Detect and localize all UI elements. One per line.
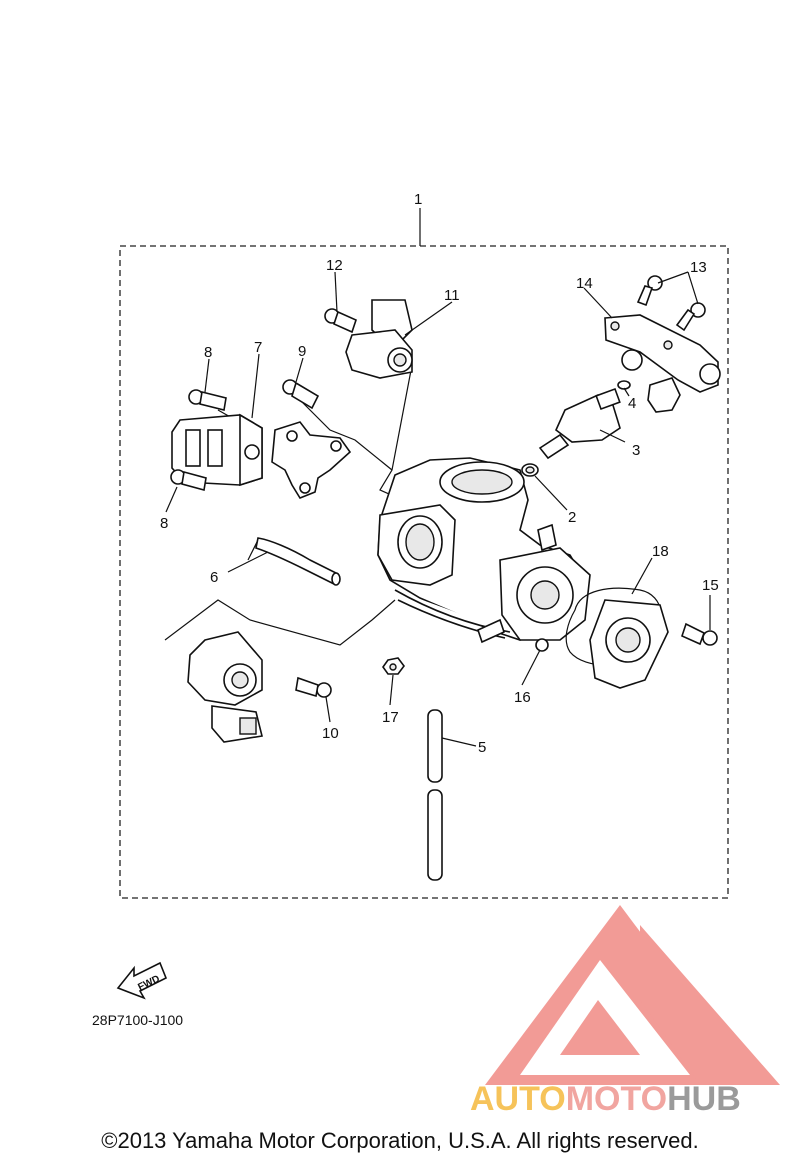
- assembly-boundary: [119, 245, 729, 899]
- part-15-screw: [681, 622, 718, 646]
- part-7-bracket: [271, 421, 352, 499]
- part-9-screw: [282, 379, 320, 410]
- part-8-screw-upper: [188, 389, 227, 411]
- part-12-screw: [324, 308, 357, 334]
- callout-18: 18: [652, 543, 669, 560]
- part-18-cover: [589, 599, 669, 689]
- callout-12: 12: [326, 257, 343, 274]
- callout-7: 7: [254, 339, 262, 356]
- part-3-fuel-injector: [538, 387, 621, 460]
- callout-16: 16: [514, 689, 531, 706]
- part-4-o-ring: [617, 380, 631, 390]
- callout-10: 10: [322, 725, 339, 742]
- callout-1: 1: [414, 191, 422, 208]
- callout-11: 11: [444, 287, 460, 304]
- callout-5: 5: [478, 739, 486, 756]
- callout-2: 2: [568, 509, 576, 526]
- part-code: 28P7100-J100: [92, 1012, 184, 1028]
- automotohub-logo: [485, 905, 780, 1085]
- callout-8-lower: 8: [160, 515, 168, 532]
- part-11-pressure-sensor: [345, 299, 413, 379]
- watermark-text: AUTOMOTOHUB: [470, 1080, 741, 1119]
- part-10-screw: [295, 676, 332, 698]
- part-5-tube: [427, 709, 443, 881]
- part-10-tps-sensor: [187, 631, 263, 743]
- part-2-seal: [521, 463, 539, 477]
- callout-14: 14: [576, 275, 593, 292]
- fwd-arrow-icon: FWD: [116, 961, 168, 1000]
- part-8-sensor: [171, 413, 263, 487]
- callout-6: 6: [210, 569, 218, 586]
- part-17-nut: [382, 657, 405, 675]
- part-8-screw-lower: [170, 469, 207, 492]
- watermark-hub: HUB: [667, 1080, 741, 1118]
- part-13-screw-left: [636, 275, 663, 307]
- part-16-fitting: [535, 638, 549, 652]
- callout-9: 9: [298, 343, 306, 360]
- connection-lines: [164, 364, 413, 646]
- part-14-fuel-rail: [604, 314, 721, 413]
- callout-17: 17: [382, 709, 399, 726]
- callout-4: 4: [628, 395, 636, 412]
- callout-labels: 1 2 3 4 5 6 7 8 8 9 10 11 12 13 14 15 16…: [160, 191, 719, 756]
- callout-13: 13: [690, 259, 707, 276]
- callout-leaders: [165, 271, 711, 747]
- watermark-moto: MOTO: [565, 1080, 668, 1118]
- callout-3: 3: [632, 442, 640, 459]
- callout-15: 15: [702, 577, 719, 594]
- throttle-body: [377, 457, 591, 644]
- part-13-screw-right: [675, 302, 706, 332]
- watermark-auto: AUTO: [470, 1080, 566, 1118]
- copyright-notice: ©2013 Yamaha Motor Corporation, U.S.A. A…: [101, 1128, 699, 1153]
- callout-8-upper: 8: [204, 344, 212, 361]
- part-6-hose: [255, 537, 341, 586]
